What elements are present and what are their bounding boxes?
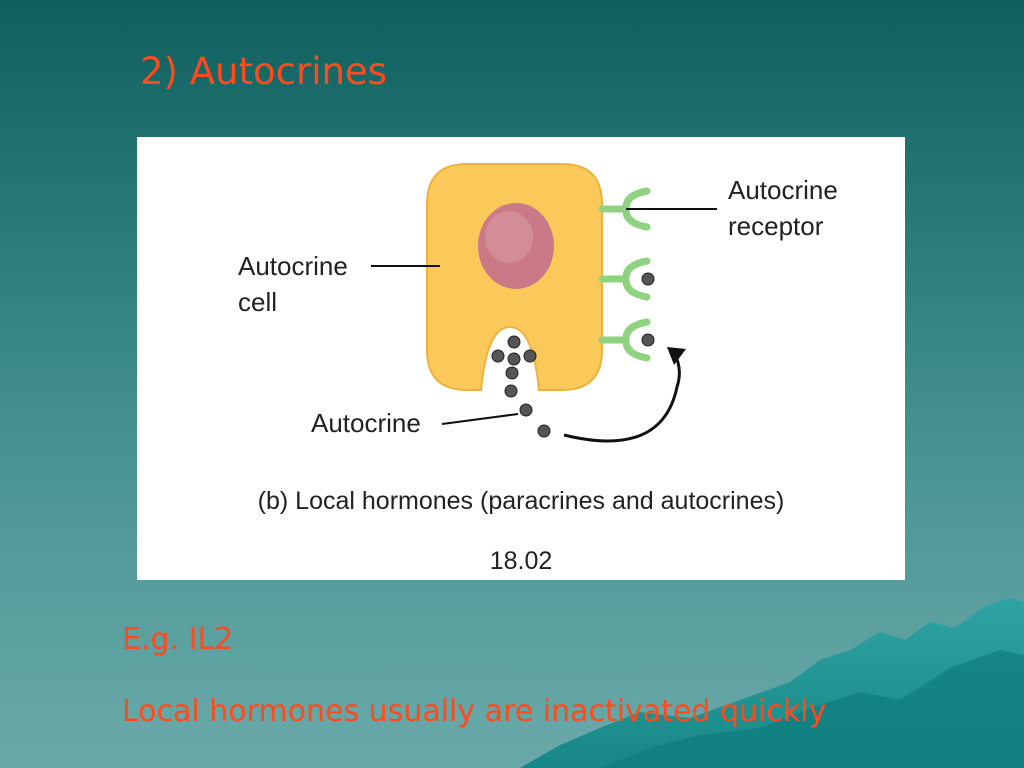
binding-arrow <box>563 352 681 443</box>
bullet-inactivation: Local hormones usually are inactivated q… <box>122 694 827 729</box>
cell-label: Autocrine cell <box>238 251 348 317</box>
bullet-example: E.g. IL2 <box>122 622 234 657</box>
autocrine-label: Autocrine <box>311 408 421 438</box>
autocrine-receptor <box>598 318 651 362</box>
slide-title: 2) Autocrines <box>140 50 387 93</box>
autocrine-diagram <box>371 163 717 443</box>
autocrine-molecule <box>507 352 521 366</box>
autocrine-molecule <box>537 424 551 438</box>
autocrine-molecule <box>507 335 521 349</box>
autocrine-molecule <box>641 272 655 286</box>
autocrine-figure: Autocrine receptor Autocrine cell Autocr… <box>137 137 905 580</box>
arrowhead <box>667 347 686 365</box>
autocrine-receptor <box>598 257 651 301</box>
autocrine-molecule <box>505 366 519 380</box>
receptor-label: Autocrine receptor <box>728 175 838 241</box>
autocrine-molecule <box>491 349 505 363</box>
autocrine-molecule <box>519 403 533 417</box>
autocrine-molecule <box>641 333 655 347</box>
autocrine-molecule <box>504 384 518 398</box>
autocrine-leader-line <box>441 413 519 425</box>
autocrine-molecule <box>523 349 537 363</box>
figure-caption: (b) Local hormones (paracrines and autoc… <box>257 487 785 515</box>
figure-number: 18.02 <box>489 547 553 575</box>
